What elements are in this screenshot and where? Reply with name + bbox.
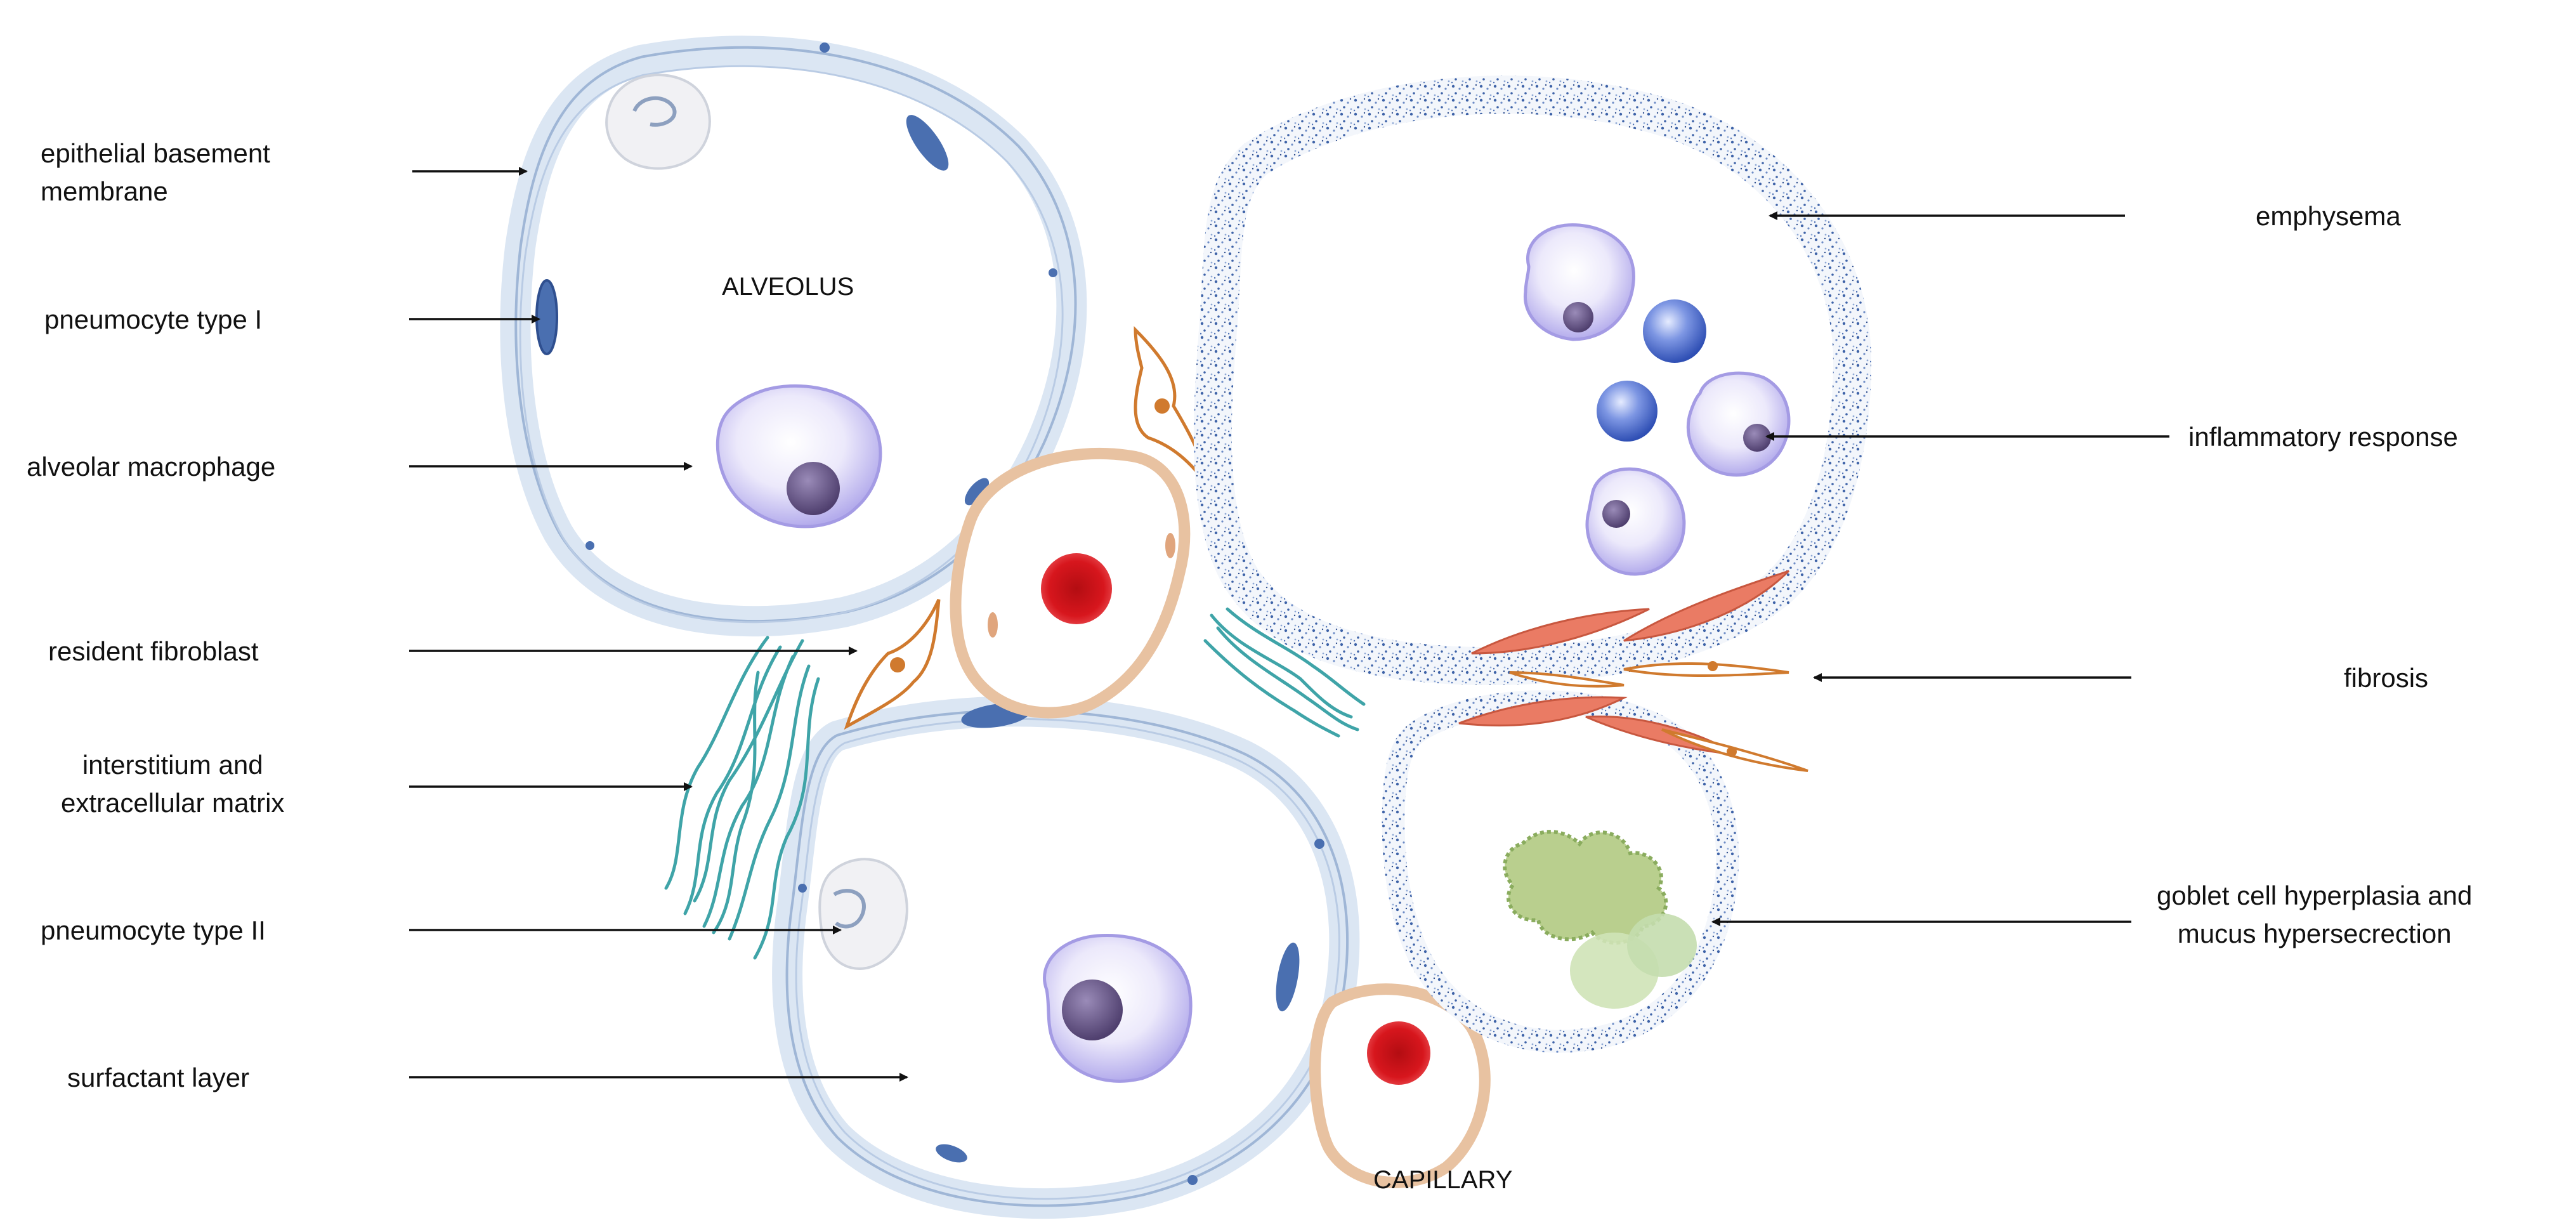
region-label-capillary: CAPILLARY <box>1373 1166 1513 1194</box>
capillary-upper <box>950 447 1191 719</box>
label-goblet-cell-hyperplasia: goblet cell hyperplasia and mucus hypers… <box>2157 881 2473 948</box>
red-blood-cell <box>1367 1021 1430 1085</box>
goblet-cell-alveolus <box>1382 690 1739 1053</box>
label-fibrosis: fibrosis <box>2344 663 2429 693</box>
label-alveolar-macrophage: alveolar macrophage <box>27 452 276 482</box>
extracellular-matrix-fibers <box>664 607 1366 960</box>
pneumocyte-type-2-cell <box>818 858 908 970</box>
label-pneumocyte-type-2: pneumocyte type II <box>41 915 266 945</box>
lower-alveolus <box>772 696 1360 1219</box>
pneumocyte-type-1-cell <box>535 279 558 355</box>
label-interstitium-ecm: interstitium and extracellular matrix <box>61 750 285 818</box>
alveolar-macrophage-cell <box>716 384 882 528</box>
region-label-alveolus: ALVEOLUS <box>722 273 854 301</box>
resident-fibroblast <box>844 325 1207 730</box>
inflammatory-cells <box>1523 223 1791 576</box>
label-emphysema: emphysema <box>2256 201 2401 231</box>
leader-arrows <box>409 167 2169 1082</box>
emphysema-alveolus <box>1193 75 1872 686</box>
label-surfactant-layer: surfactant layer <box>67 1063 250 1092</box>
label-inflammatory-response: inflammatory response <box>2188 422 2458 452</box>
upper-alveolus <box>500 36 1087 637</box>
capillary-lower <box>1309 983 1491 1188</box>
fibrosis-cells <box>1458 570 1790 756</box>
fibrosis-fibroblasts <box>1509 661 1808 772</box>
label-resident-fibroblast: resident fibroblast <box>48 636 259 666</box>
red-blood-cell <box>1041 553 1112 624</box>
alveolar-macrophage-cell <box>1043 933 1193 1083</box>
mucus-secretion <box>1503 830 1697 1009</box>
label-epithelial-basement-membrane: epithelial basement membrane <box>41 138 270 206</box>
pneumocyte-type-2-cell <box>605 74 711 170</box>
label-pneumocyte-type-1: pneumocyte type I <box>44 305 263 334</box>
